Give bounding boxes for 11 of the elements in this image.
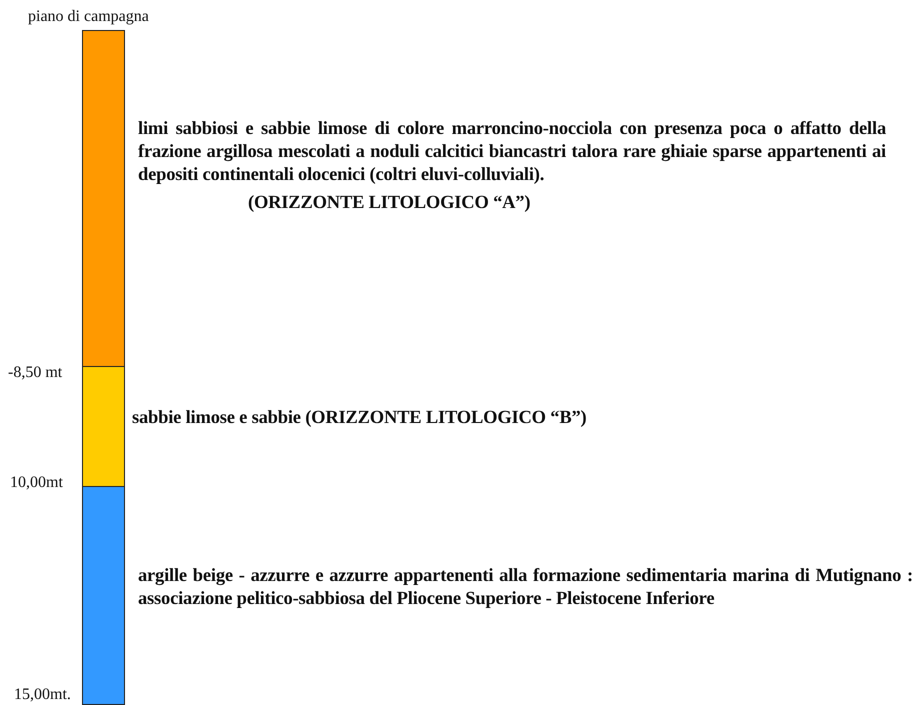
ground-level-label: piano di campagna: [28, 8, 149, 26]
depth-label: 15,00mt.: [14, 686, 71, 704]
horizon-name: (ORIZZONTE LITOLOGICO “A”): [248, 192, 532, 215]
soil-layer-bar: [82, 366, 125, 487]
depth-label: -8,50 mt: [8, 364, 62, 382]
depth-label: 10,00mt: [10, 474, 63, 492]
soil-layer-bar: [82, 30, 125, 367]
layer-description: sabbie limose e sabbie (ORIZZONTE LITOLOGICO “B”): [132, 407, 588, 430]
soil-layer-bar: [82, 486, 125, 705]
layer-description: argille beige - azzurre e azzurre appartenenti alla formazione sedimentaria marina di Mutignano : associazione pelitico-sabbiosa del Pliocene Superiore - Pleistocene Inferiore: [138, 565, 913, 611]
layer-description: limi sabbiosi e sabbie limose di colore marroncino-nocciola con presenza poca o affatto della frazione argillosa mescolati a noduli calcitici biancastri talora rare ghiaie sparse appartenenti ai depositi continentali olocenici (coltri eluvi-colluviali).: [138, 118, 886, 187]
